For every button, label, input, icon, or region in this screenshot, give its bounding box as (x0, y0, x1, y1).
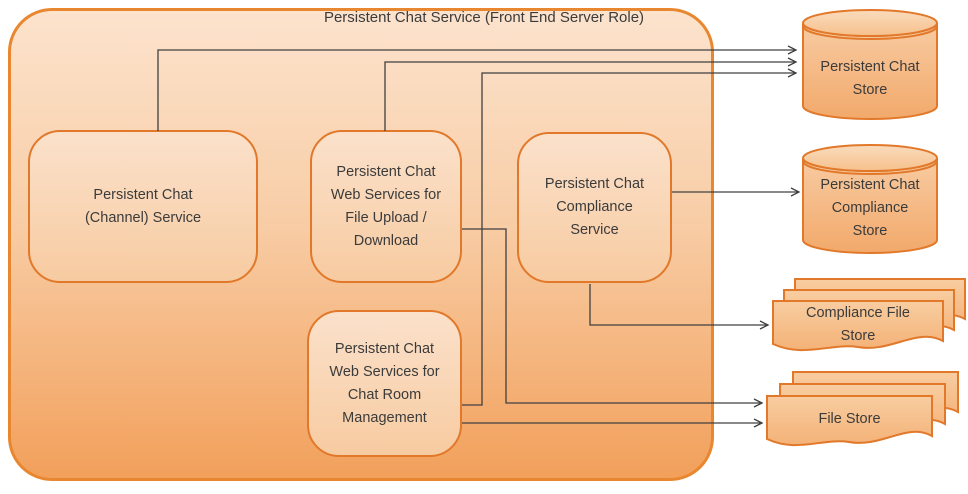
service-label-chat-room: Persistent Chat Web Services for Chat Ro… (329, 340, 440, 426)
compliance-file-store-label: Compliance File Store (806, 305, 910, 344)
chat-store-label: Persistent Chat Store (820, 59, 920, 98)
compliance-store-label: Persistent Chat Compliance Store (820, 177, 920, 239)
service-label-file-upload: Persistent Chat Web Services for File Up… (330, 163, 442, 249)
service-box-compliance: Persistent Chat Compliance Service (517, 132, 672, 283)
service-label-compliance: Persistent Chat Compliance Service (544, 176, 645, 238)
service-box-chat-room: Persistent Chat Web Services for Chat Ro… (307, 310, 462, 457)
service-box-channel: Persistent Chat (Channel) Service (28, 130, 258, 283)
file-store-label-text: File Store (818, 410, 881, 427)
service-label-channel: Persistent Chat (Channel) Service (84, 186, 202, 226)
service-box-file-upload: Persistent Chat Web Services for File Up… (310, 130, 462, 283)
file-store-label: File Store (767, 396, 932, 442)
container-title: Persistent Chat Service (Front End Serve… (323, 9, 645, 26)
